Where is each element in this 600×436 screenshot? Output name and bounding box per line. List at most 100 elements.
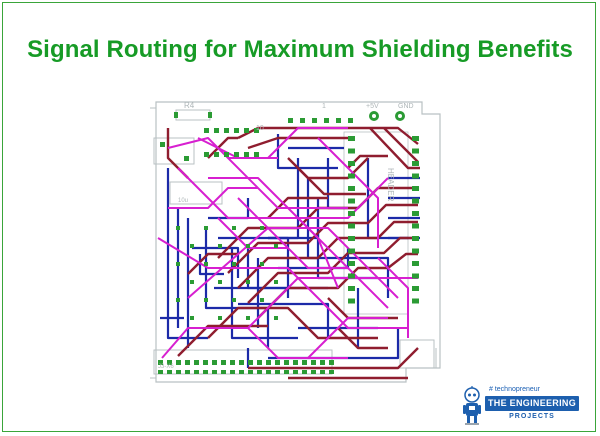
chip-pad — [232, 262, 236, 266]
chip-pad — [260, 262, 264, 266]
ic-pad-right — [412, 273, 419, 279]
connector-pad — [257, 370, 262, 374]
red-trace — [187, 252, 238, 275]
chip-pad — [176, 298, 180, 302]
label-cap: 10u — [178, 198, 188, 204]
chip-pad — [218, 280, 222, 284]
ic-pad-left — [348, 198, 355, 204]
ic-pad-right — [412, 198, 419, 204]
connector-pad — [275, 360, 280, 365]
connector-pad — [311, 370, 316, 374]
connector-pad — [284, 360, 289, 365]
magenta-trace — [177, 167, 389, 219]
magenta-trace — [377, 257, 409, 338]
ic-pad-left — [348, 173, 355, 179]
brand-subtitle: PROJECTS — [509, 413, 555, 420]
ic-pad-right — [412, 161, 419, 166]
ic-pad-left — [348, 298, 355, 304]
magenta-trace — [208, 177, 339, 289]
label-1: 1 — [322, 103, 326, 110]
magenta-trace — [307, 317, 388, 359]
chip-pad — [204, 262, 208, 266]
chip-pad — [204, 298, 208, 302]
ic-pad-left — [348, 236, 355, 241]
label-10: 10 — [256, 125, 264, 132]
ic-pad-left — [348, 223, 355, 229]
connector-pad — [320, 370, 325, 374]
header-pad — [288, 118, 293, 123]
slide-title: Signal Routing for Maximum Shielding Ben… — [27, 36, 573, 63]
connector-pad — [320, 360, 325, 365]
chip-pad — [218, 244, 222, 248]
magenta-trace — [317, 137, 379, 248]
board-outline — [155, 101, 441, 383]
chip-pad — [232, 298, 236, 302]
connector-pad — [158, 370, 163, 374]
chip-pad — [234, 152, 239, 157]
ic-pad-right — [412, 261, 419, 266]
ic-pad-left — [348, 273, 355, 279]
chip-pad — [244, 128, 249, 133]
chip-pad — [260, 298, 264, 302]
connector-pad — [257, 360, 262, 365]
header-pad — [312, 118, 317, 123]
connector-pad — [266, 370, 271, 374]
connector-pad — [221, 370, 226, 374]
magenta-trace — [157, 237, 408, 329]
label-gnd: GND — [398, 103, 414, 110]
header-pad — [348, 118, 353, 123]
ic-pad-right — [412, 236, 419, 241]
chip-pad — [204, 152, 209, 157]
ic-pad-left — [348, 161, 355, 166]
connector-pad — [176, 370, 181, 374]
chip-pad — [218, 316, 222, 320]
chip-pad — [246, 280, 250, 284]
ic-pad-left — [348, 248, 355, 254]
magenta-layer-traces — [157, 127, 418, 359]
component-pads — [158, 112, 419, 374]
connector-pad — [293, 370, 298, 374]
chip-pad — [190, 244, 194, 248]
chip-pad — [204, 128, 209, 133]
chip-pad — [232, 226, 236, 230]
chip-pad — [244, 152, 249, 157]
red-trace — [267, 196, 328, 219]
resistor-pad — [208, 112, 212, 118]
connector-pad — [194, 370, 199, 374]
chip-pad — [176, 262, 180, 266]
connector-pad — [239, 370, 244, 374]
blue-trace — [230, 248, 298, 340]
chip-pad — [176, 226, 180, 230]
red-trace — [297, 167, 366, 196]
pad-plus5v-hole — [372, 114, 376, 118]
connector-pad — [203, 360, 208, 365]
label-conn: J3-X6 — [158, 364, 174, 370]
chip-pad — [274, 244, 278, 248]
ic-pad-right — [412, 223, 419, 229]
ic-pad-left — [348, 136, 355, 141]
header-pad — [336, 118, 341, 123]
magenta-trace — [167, 137, 348, 209]
chip-pad — [190, 280, 194, 284]
magenta-trace — [247, 277, 389, 329]
chip-pad — [274, 280, 278, 284]
connector-pad — [329, 360, 334, 365]
ic-pad-right — [412, 173, 419, 179]
connector-pad — [158, 360, 163, 365]
connector-pad — [293, 360, 298, 365]
label-ic: HEADER — [386, 168, 395, 202]
ic-pad-right — [412, 286, 419, 291]
chip-pad — [254, 128, 259, 133]
ic-pad-left — [348, 211, 355, 216]
chip-pad — [214, 152, 219, 157]
pcb-layout-image: R4 10 1 +5V GND 10u J3-X6 HEADER — [148, 98, 442, 390]
red-trace — [207, 306, 378, 340]
connector-pad — [230, 370, 235, 374]
chip-pad — [254, 152, 259, 157]
chip-pad — [260, 226, 264, 230]
ic-pad-left — [348, 186, 355, 191]
header-pad — [324, 118, 329, 123]
label-plus5v: +5V — [366, 103, 379, 110]
red-trace — [177, 324, 268, 357]
blue-trace — [238, 302, 330, 338]
